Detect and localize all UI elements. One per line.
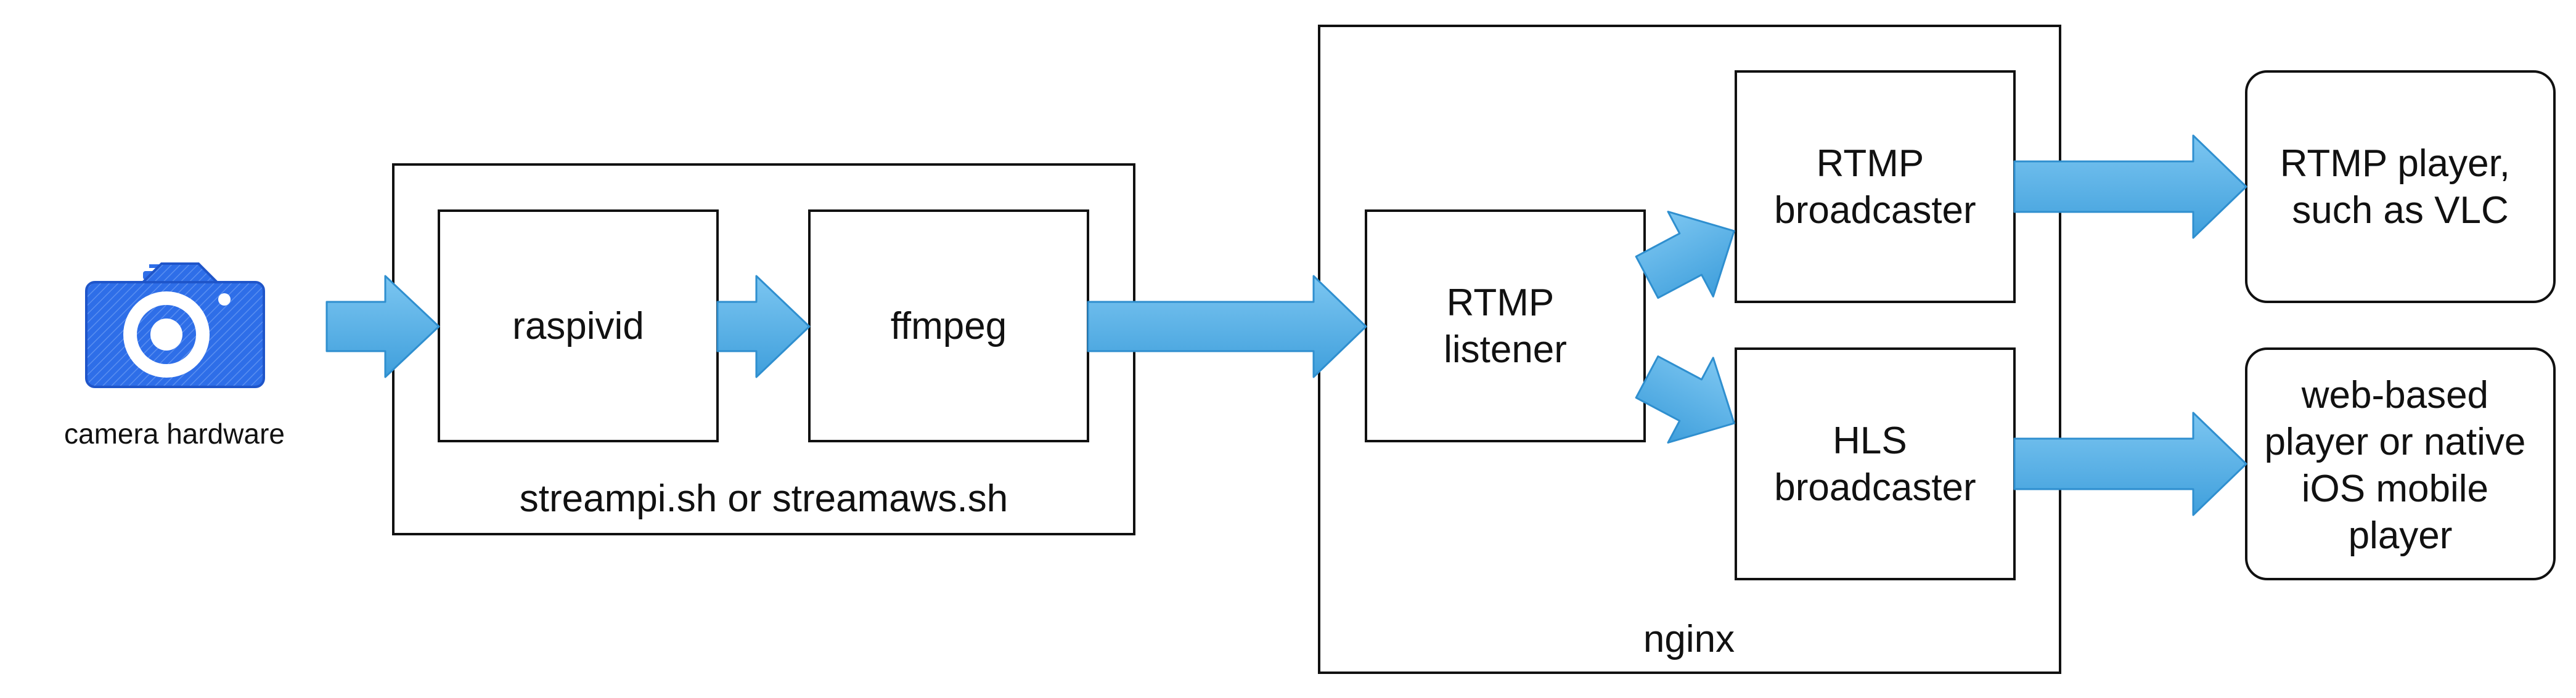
arrow-listener-to-hls-broadcaster xyxy=(1635,355,1735,444)
arrow-listener-to-rtmp-broadcaster xyxy=(1635,211,1735,299)
arrow-camera-to-raspivid xyxy=(325,275,440,378)
rtmp-player-label: RTMP player, such as VLC xyxy=(2280,142,2521,232)
ffmpeg-label: ffmpeg xyxy=(891,305,1007,347)
rtmp-listener-box xyxy=(1365,209,1646,442)
ffmpeg-box xyxy=(808,209,1089,442)
camera-icon xyxy=(85,262,265,388)
hls-broadcaster-label: HLS broadcaster xyxy=(1774,420,1976,509)
rtmp-player-box xyxy=(2245,70,2556,303)
arrow-ffmpeg-to-rtmp-listener xyxy=(1087,275,1367,378)
camera-label: camera hardware xyxy=(64,418,285,450)
hls-broadcaster-box xyxy=(1735,347,2016,580)
web-player-label: web-based player or native iOS mobile pl… xyxy=(2264,374,2536,557)
arrow-hls-broadcaster-to-web-player xyxy=(2013,412,2247,516)
raspivid-label: raspivid xyxy=(512,305,644,347)
rtmp-listener-label: RTMP listener xyxy=(1444,282,1567,371)
rtmp-broadcaster-box xyxy=(1735,70,2016,303)
stream-script-group-label: streampi.sh or streamaws.sh xyxy=(520,477,1008,520)
arrow-rtmp-broadcaster-to-rtmp-player xyxy=(2013,134,2247,239)
nginx-group-label: nginx xyxy=(1643,618,1735,660)
rtmp-broadcaster-label: RTMP broadcaster xyxy=(1774,142,1976,232)
arrow-raspivid-to-ffmpeg xyxy=(716,275,811,378)
